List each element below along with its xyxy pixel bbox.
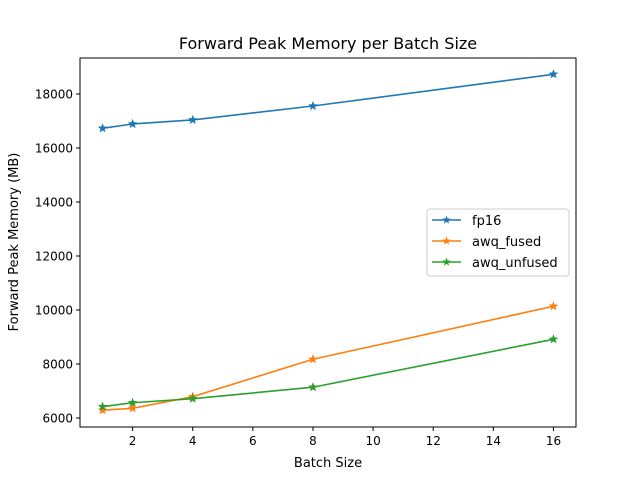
x-tick-label: 4 bbox=[189, 434, 197, 448]
x-tick-label: 8 bbox=[309, 434, 317, 448]
legend-label: awq_unfused bbox=[472, 256, 558, 271]
legend: fp16 awq_fused awq_unfused bbox=[426, 208, 570, 277]
data-point bbox=[548, 301, 559, 311]
data-point bbox=[548, 69, 559, 79]
legend-entry: awq_fused bbox=[432, 235, 541, 250]
y-tick-label: 12000 bbox=[35, 250, 73, 264]
data-point bbox=[308, 382, 318, 392]
data-point bbox=[97, 401, 108, 411]
legend-label: awq_fused bbox=[472, 235, 541, 250]
data-point bbox=[187, 114, 198, 125]
legend-marker bbox=[442, 257, 451, 266]
data-point bbox=[548, 334, 559, 344]
y-axis-label: Forward Peak Memory (MB) bbox=[7, 153, 22, 332]
data-point bbox=[97, 404, 108, 415]
data-point bbox=[127, 397, 138, 407]
legend-marker bbox=[442, 215, 451, 224]
data-point bbox=[308, 100, 318, 111]
series-line bbox=[102, 305, 554, 411]
series-awq_unfused bbox=[97, 334, 559, 411]
x-tick-label: 2 bbox=[129, 434, 137, 448]
series-line bbox=[102, 73, 554, 130]
legend-marker bbox=[442, 236, 451, 245]
y-tick-label: 14000 bbox=[35, 195, 73, 209]
x-tick-label: 14 bbox=[486, 434, 501, 448]
x-tick-label: 6 bbox=[249, 434, 257, 448]
legend-label: fp16 bbox=[472, 214, 501, 229]
y-tick-label: 10000 bbox=[35, 304, 73, 318]
x-tick-label: 10 bbox=[365, 434, 380, 448]
y-tick-label: 8000 bbox=[42, 358, 73, 372]
series-fp16 bbox=[97, 69, 559, 133]
legend-box bbox=[426, 208, 570, 277]
legend-entry: fp16 bbox=[432, 214, 501, 229]
series-line bbox=[102, 338, 554, 408]
data-point bbox=[127, 118, 138, 129]
chart-title: Forward Peak Memory per Batch Size bbox=[179, 34, 477, 53]
y-tick-label: 16000 bbox=[35, 141, 73, 155]
y-tick-label: 6000 bbox=[42, 412, 73, 426]
x-tick-label: 12 bbox=[426, 434, 441, 448]
x-axis-label: Batch Size bbox=[294, 456, 362, 471]
data-point bbox=[187, 393, 198, 403]
series-awq_fused bbox=[97, 301, 559, 415]
data-point bbox=[97, 123, 108, 133]
data-point bbox=[308, 354, 318, 364]
data-point bbox=[127, 403, 138, 413]
x-tick-label: 16 bbox=[546, 434, 561, 448]
plot-frame bbox=[79, 57, 577, 428]
legend-entry: awq_unfused bbox=[432, 256, 558, 271]
y-tick-label: 18000 bbox=[35, 87, 73, 101]
